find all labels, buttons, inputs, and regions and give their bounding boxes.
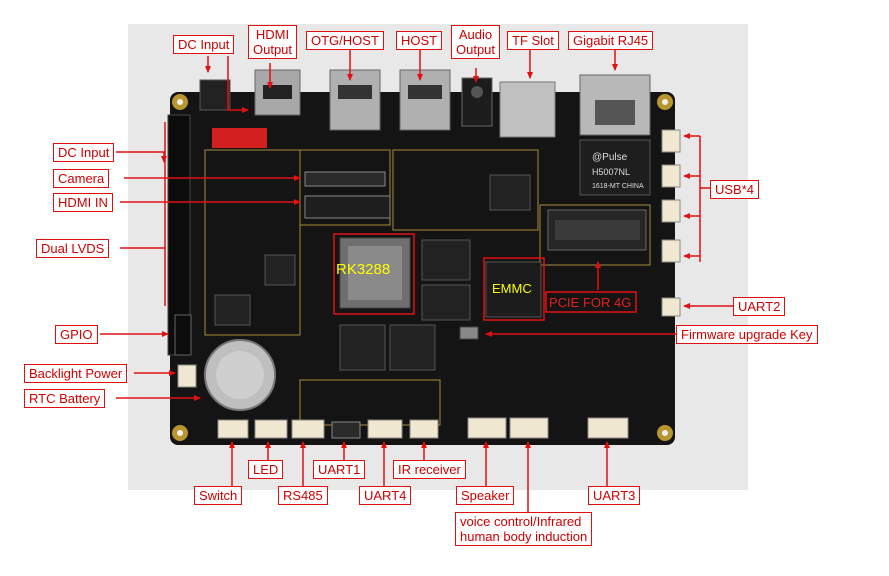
uart3-header xyxy=(587,417,629,439)
host-usb-port xyxy=(399,69,451,131)
audio-jack xyxy=(461,77,493,127)
label-hdmi-in: HDMI IN xyxy=(53,193,113,212)
label-firmware-key: Firmware upgrade Key xyxy=(676,325,818,344)
label-voice-control: voice control/Infrared human body induct… xyxy=(455,512,593,546)
callout-lines xyxy=(100,50,733,512)
backlight-header xyxy=(177,364,197,388)
pulse-code: 1618-MT CHINA xyxy=(592,183,644,190)
usb-header xyxy=(661,239,681,263)
otg-host-port xyxy=(329,69,381,131)
rs485-header xyxy=(291,419,325,439)
usb-header xyxy=(661,199,681,223)
label-rtc-battery: RTC Battery xyxy=(24,389,106,408)
label-ir-receiver: IR receiver xyxy=(393,460,466,479)
ram-chip xyxy=(339,324,386,371)
label-host: HOST xyxy=(396,31,443,50)
power-header xyxy=(212,128,267,148)
label-dc-input-left: DC Input xyxy=(53,143,115,162)
ir-header xyxy=(409,419,439,439)
soc-label: RK3288 xyxy=(336,261,390,278)
label-usb4: USB*4 xyxy=(710,180,760,199)
label-camera: Camera xyxy=(53,169,110,188)
led-header xyxy=(254,419,288,439)
usb-header xyxy=(661,129,681,153)
uart2-header xyxy=(661,297,681,317)
dc-jack xyxy=(199,79,231,111)
emmc-label: EMMC xyxy=(492,281,532,296)
label-led: LED xyxy=(248,460,284,479)
pulse-chip xyxy=(579,139,651,196)
label-backlight-power: Backlight Power xyxy=(24,364,128,383)
label-uart2: UART2 xyxy=(733,297,786,316)
label-gigabit-rj45: Gigabit RJ45 xyxy=(568,31,654,50)
pcie-label: PCIE FOR 4G xyxy=(549,295,631,310)
pulse-brand: @Pulse xyxy=(592,152,628,163)
label-speaker: Speaker xyxy=(456,486,515,505)
firmware-button xyxy=(459,326,479,340)
switch-header xyxy=(217,419,249,439)
speaker-header xyxy=(467,417,507,439)
label-gpio: GPIO xyxy=(55,325,98,344)
emmc-chip xyxy=(485,261,542,318)
usb-header xyxy=(661,164,681,188)
uart1-header xyxy=(331,421,361,439)
lvds-chip xyxy=(214,294,251,326)
ram-chip xyxy=(421,284,471,321)
label-dc-input-top: DC Input xyxy=(173,35,235,54)
pulse-part: H5007NL xyxy=(592,167,630,177)
label-tf-slot: TF Slot xyxy=(507,31,559,50)
pcb-board: @Pulse H5007NL 1618-MT CHINA RK3288 EMMC… xyxy=(167,69,681,445)
soc-highlight xyxy=(333,233,415,315)
label-dual-lvds: Dual LVDS xyxy=(36,239,110,258)
tf-slot xyxy=(499,81,556,138)
label-audio-output: Audio Output xyxy=(451,25,501,59)
uart4-header xyxy=(367,419,403,439)
label-uart3: UART3 xyxy=(588,486,641,505)
label-uart1: UART1 xyxy=(313,460,366,479)
label-rs485: RS485 xyxy=(278,486,328,505)
camera-connector xyxy=(304,171,386,187)
pcie-highlight xyxy=(545,291,637,313)
camera-chip xyxy=(264,254,296,286)
ram-chip xyxy=(421,239,471,281)
label-hdmi-output: HDMI Output xyxy=(248,25,298,59)
label-otg-host: OTG/HOST xyxy=(306,31,384,50)
voice-header xyxy=(509,417,549,439)
label-switch: Switch xyxy=(194,486,243,505)
hdmi-in-header xyxy=(304,195,391,219)
bridge-chip xyxy=(489,174,531,211)
ram-chip xyxy=(389,324,436,371)
gpio-header xyxy=(174,314,192,356)
emmc-highlight xyxy=(483,257,545,321)
label-uart4: UART4 xyxy=(359,486,412,505)
